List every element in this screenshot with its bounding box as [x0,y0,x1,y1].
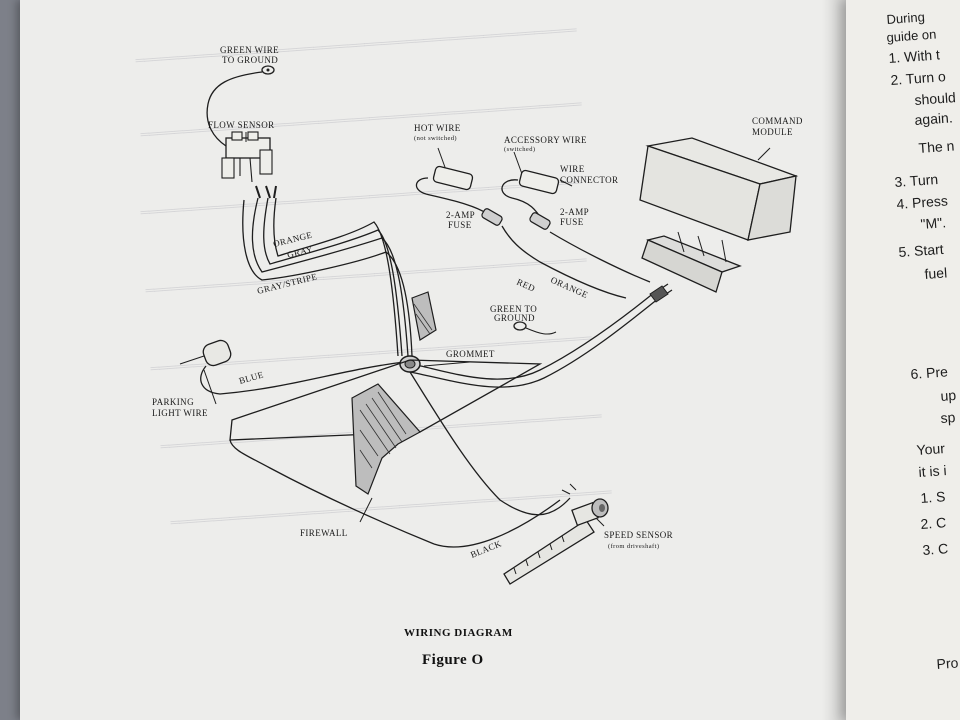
leader-lines [203,132,771,527]
right-line: it is i [918,462,948,480]
green-wire-ground-terminal [206,65,275,147]
label-connector: CONNECTOR [560,175,618,185]
label-speed-sensor: SPEED SENSOR [604,530,673,540]
label-green-wire: GREEN WIRE [220,45,279,55]
figure-label: Figure O [422,652,484,668]
label-module: MODULE [752,127,793,137]
label-gray: GRAY [286,244,314,260]
flow-sensor [221,131,277,199]
green-to-ground-terminal [513,321,557,335]
label-red: RED [515,277,537,294]
label-green-to: GREEN TO [490,304,537,314]
right-line: The n [918,137,955,156]
parking-light-connector [179,339,405,395]
fuse-left [481,208,627,299]
label-grommet: GROMMET [446,349,495,359]
label-command: COMMAND [752,116,803,126]
label-fuse-amp-left: 2-AMP [446,210,475,220]
hot-wire-connector [415,147,489,215]
label-wire: WIRE [560,164,585,174]
main-harness [409,283,673,388]
right-line: up [940,386,957,404]
right-line: 3. Turn [894,170,939,190]
black-wire [409,371,571,548]
right-line: Pro [936,654,959,672]
label-blue: BLUE [238,369,265,386]
accessory-wire-connector [501,151,573,221]
firewall [229,291,543,545]
manual-right-page [846,0,960,720]
manual-left-page [20,0,882,720]
label-not-switched: (not switched) [414,135,457,142]
label-ground: GROUND [494,313,535,323]
label-gray-stripe: GRAY/STRIPE [256,271,318,296]
fuse-right [529,212,651,283]
label-orange-2: ORANGE [549,275,590,300]
right-line: During [886,9,926,27]
command-module [639,137,799,293]
label-from-driveshaft: (from driveshaft) [608,543,659,550]
speed-sensor [503,483,609,585]
diagram-labels: GREEN WIRE TO GROUND FLOW SENSOR HOT WIR… [152,45,803,560]
label-fuse-amp-right: 2-AMP [560,207,589,217]
right-line: should [914,89,957,108]
label-light-wire: LIGHT WIRE [152,408,208,418]
grommet [399,355,421,373]
right-line: 1. S [920,488,946,506]
right-line: 5. Start [898,240,945,260]
label-fuse-left: FUSE [448,220,472,230]
right-line: 6. Pre [910,363,949,382]
label-to-ground: TO GROUND [222,55,278,65]
label-flow-sensor: FLOW SENSOR [208,120,275,130]
label-accessory-wire: ACCESSORY WIRE [504,135,587,145]
label-firewall: FIREWALL [300,528,348,538]
label-switched: (switched) [504,146,535,153]
label-hot-wire: HOT WIRE [414,123,461,133]
right-line: fuel [924,264,948,282]
right-line: Your [916,440,946,458]
sensor-cable-bundle [242,197,413,357]
label-parking: PARKING [152,397,194,407]
right-line: 2. C [920,514,947,532]
label-fuse-right: FUSE [560,217,584,227]
right-line: 3. C [922,540,949,558]
figure-title: WIRING DIAGRAM [404,627,513,639]
right-line: sp [940,408,956,426]
right-line: again. [914,109,954,128]
right-line: "M". [920,214,947,232]
